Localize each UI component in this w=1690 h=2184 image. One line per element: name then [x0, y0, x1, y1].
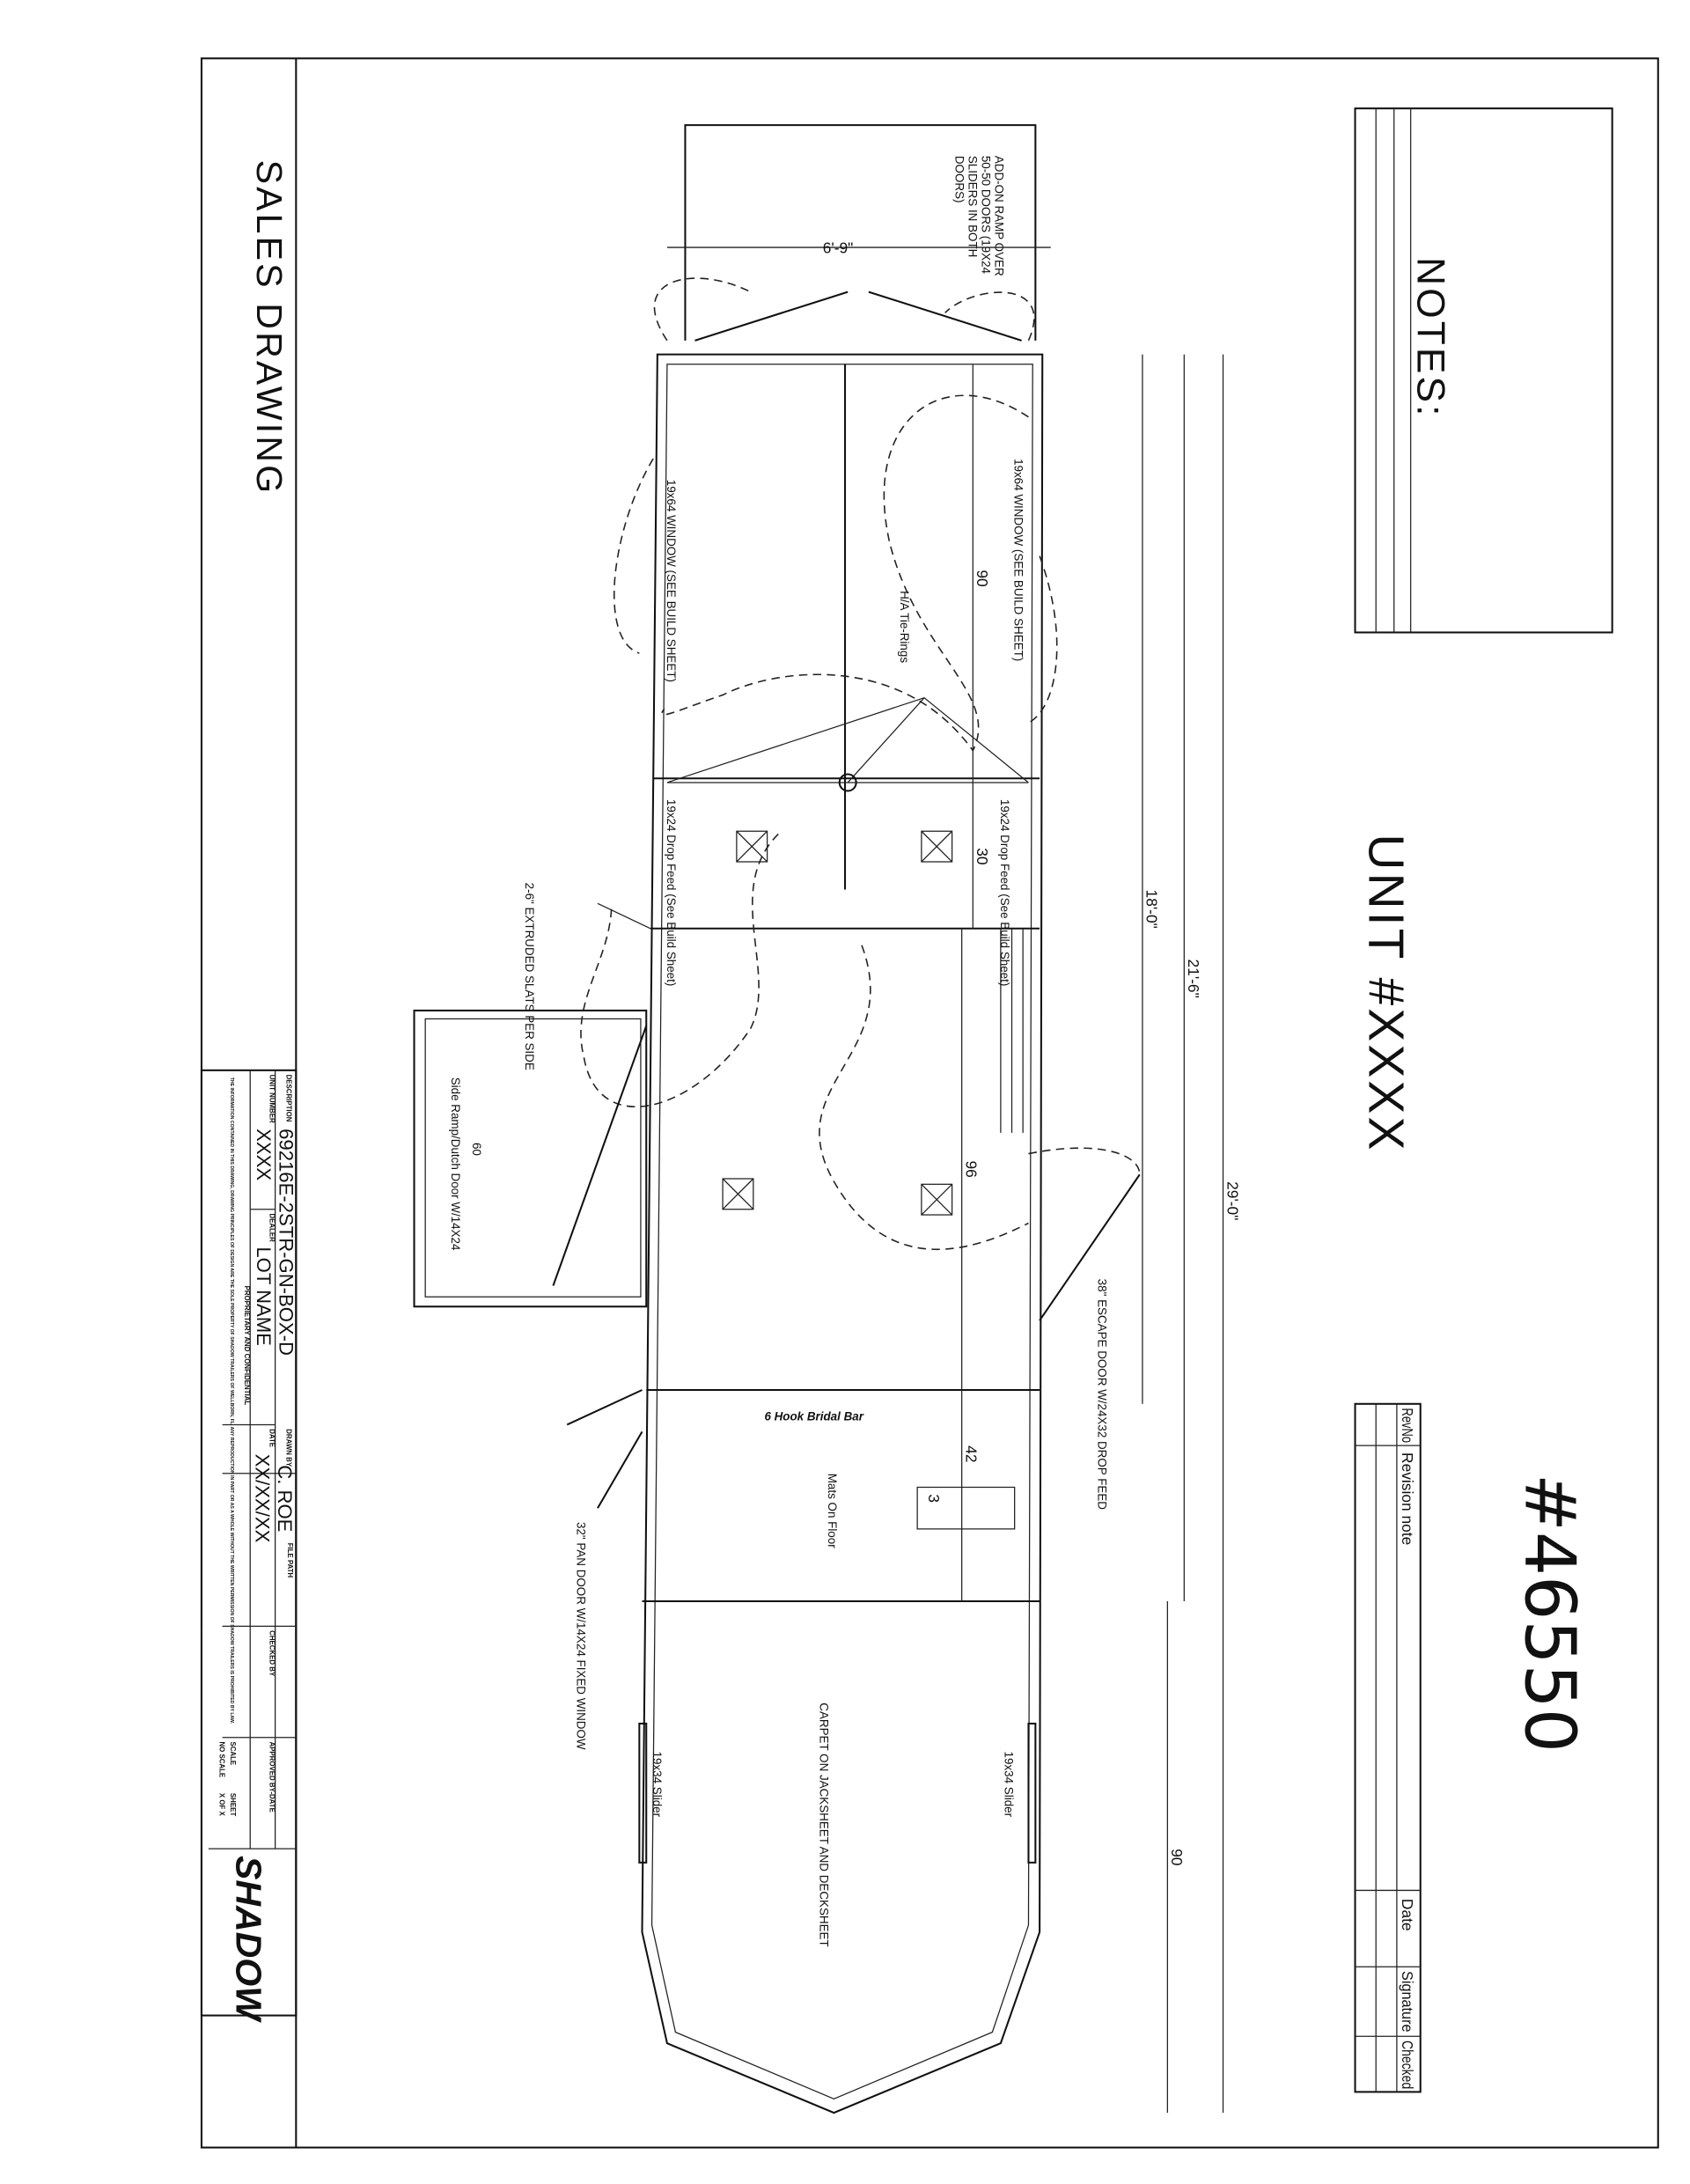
unit-number-value: XXXX [253, 1129, 275, 1180]
drawn-by-value: C. ROE [274, 1465, 296, 1532]
carpet-label: CARPET ON JACKSHEET AND DECKSHEET [818, 1702, 831, 1946]
date-label: DATE [268, 1429, 276, 1447]
dim-42: 42 [962, 1445, 980, 1462]
rev-header-checked: Checked [1399, 2041, 1416, 2089]
shadow-logo: SHADOW [228, 1856, 268, 2023]
window-left-label: 19x64 WINDOW (SEE BUILD SHEET) [665, 480, 678, 682]
saddle-rack-label: 3 [925, 1494, 943, 1503]
dimension-lines: 90 30 96 42 90 18'-0" 21'-6" 29'-0" [961, 354, 1241, 2114]
unit-number-title: UNIT #XXXX [1357, 834, 1413, 1152]
ramp-width-dim: 6'-9" [823, 239, 854, 256]
unit-number-label: UNIT NUMBER [268, 1075, 276, 1123]
side-ramp-label: Side Ramp/Dutch Door W/14X24 [449, 1077, 462, 1251]
notes-box: NOTES: [1354, 107, 1613, 634]
disclaimer-text: THE INFORMATION CONTAINED IN THIS DRAWIN… [229, 1077, 234, 1724]
scale-label: SCALE [229, 1741, 237, 1765]
revision-table: RevNo Revision note Date Signature Check… [1354, 1402, 1422, 2093]
proprietary-text: PROPRIETARY AND CONFIDENTIAL [243, 1286, 251, 1406]
trailer-floorplan: Side Ramp/Dutch Door W/14X24 60 38" ESCA… [413, 353, 1141, 2114]
dim-30: 30 [974, 848, 991, 864]
rev-header-revno: RevNo [1399, 1408, 1416, 1443]
slider-left-label: 19x34 Slider [650, 1752, 664, 1818]
title-block: DESCRIPTION 69216E-2STR-GN-BOX-D UNIT NU… [200, 1069, 297, 2023]
tie-rings-label: H/A Tie-Rings [898, 591, 911, 663]
rev-header-note: Revision note [1399, 1452, 1416, 1545]
slats-label: 2-6" EXTRUDED SLATS PER SIDE [523, 883, 536, 1070]
approved-label: APPROVED BY-DATE [268, 1741, 276, 1812]
add-on-ramp: ADD-ON RAMP OVER50-50 DOORS (19X24SLIDER… [653, 124, 1051, 342]
pan-door-label: 32" PAN DOOR W/14X24 FIXED WINDOW [574, 1522, 587, 1750]
handwritten-number: #46550 [1510, 1474, 1591, 1753]
dim-96: 96 [962, 1160, 980, 1177]
description-value: 69216E-2STR-GN-BOX-D [275, 1129, 297, 1356]
sheet-label: SHEET [229, 1793, 237, 1816]
escape-door-label: 38" ESCAPE DOOR W/24X32 DROP FEED [1095, 1279, 1108, 1511]
sheet-value: X OF X [217, 1793, 225, 1817]
side-ramp-dim: 60 [470, 1143, 483, 1156]
file-path-label: FILE PATH [286, 1543, 294, 1578]
slider-right-label: 19x34 Slider [1003, 1752, 1016, 1818]
dim-18-0: 18'-0" [1143, 890, 1161, 929]
mats-label: Mats On Floor [826, 1474, 839, 1548]
side-ramp-box [413, 1009, 648, 1308]
dealer-label: DEALER [268, 1213, 276, 1242]
bridal-bar-label: 6 Hook Bridal Bar [764, 1410, 863, 1423]
notes-label: NOTES: [1409, 257, 1452, 419]
dim-90-top: 90 [974, 570, 991, 586]
sheet-title: SALES DRAWING [249, 160, 290, 496]
dim-21-6: 21'-6" [1185, 960, 1202, 998]
drawn-by-label: DRAWN BY [284, 1429, 292, 1467]
ramp-label: ADD-ON RAMP OVER50-50 DOORS (19X24SLIDER… [953, 156, 1006, 276]
window-right-label: 19x64 WINDOW (SEE BUILD SHEET) [1012, 459, 1025, 661]
dim-90-bottom: 90 [1168, 1849, 1186, 1865]
description-label: DESCRIPTION [284, 1075, 292, 1122]
scale-value: NO SCALE [217, 1741, 225, 1777]
dealer-value: LOT NAME [253, 1246, 275, 1346]
rev-header-date: Date [1399, 1899, 1416, 1931]
checked-by-label: CHECKED BY [268, 1630, 276, 1677]
dim-29-0: 29'-0" [1223, 1181, 1241, 1220]
rev-header-signature: Signature [1399, 1971, 1416, 2032]
drop-feed-left-label: 19x24 Drop Feed (See Build Sheet) [665, 799, 678, 986]
date-value: XX/XX/XX [252, 1454, 274, 1543]
drop-feed-markers [722, 830, 953, 1216]
drop-feed-right-label: 19x24 Drop Feed (See Build Sheet) [998, 799, 1011, 986]
